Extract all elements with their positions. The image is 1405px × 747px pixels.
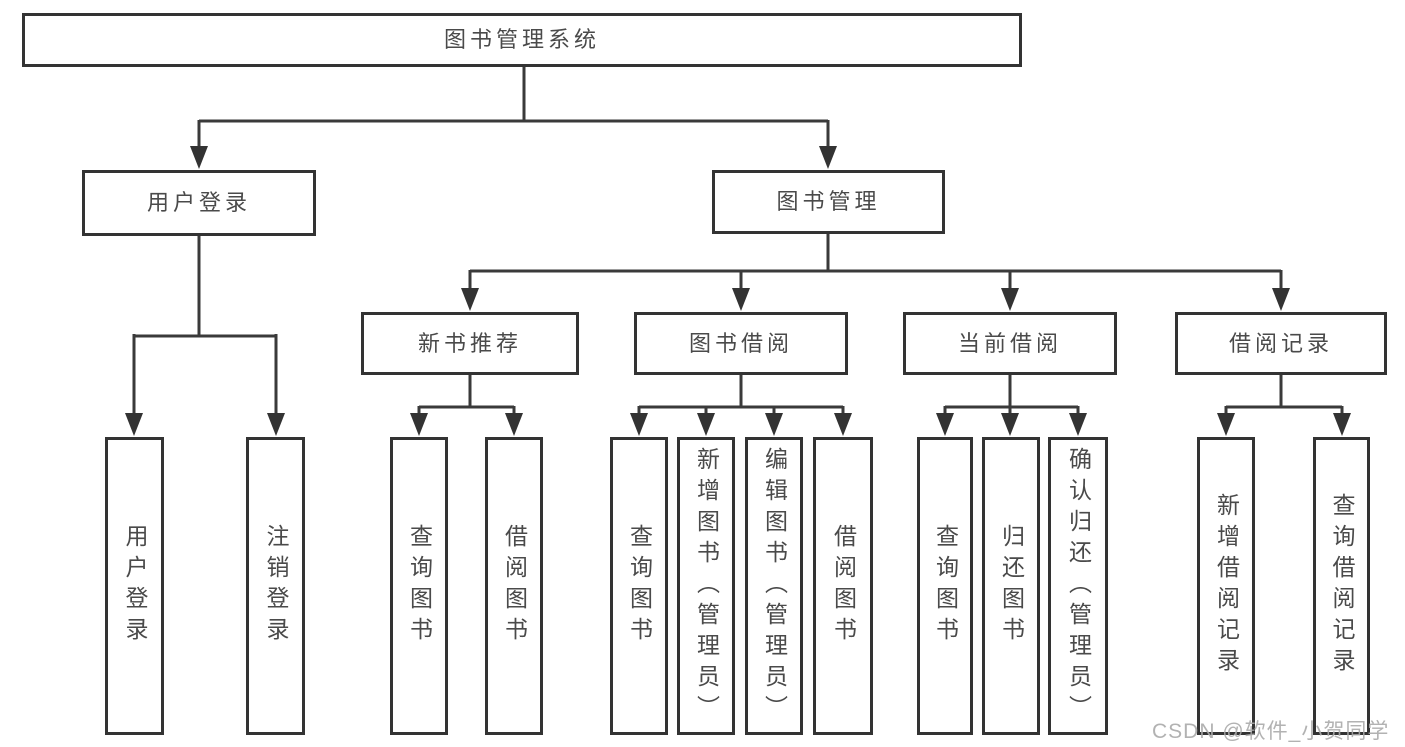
leaf-borrow-books-recommend: 借阅图书 bbox=[485, 437, 543, 735]
node-user-login: 用户登录 bbox=[82, 170, 316, 236]
node-library-system: 图书管理系统 bbox=[22, 13, 1022, 67]
node-borrow-records: 借阅记录 bbox=[1175, 312, 1387, 375]
leaf-query-books-current: 查询图书 bbox=[917, 437, 973, 735]
node-book-management: 图书管理 bbox=[712, 170, 945, 234]
leaf-user-login: 用户登录 bbox=[105, 437, 164, 735]
leaf-edit-book-admin: 编辑图书（管理员） bbox=[745, 437, 803, 735]
leaf-borrow-books: 借阅图书 bbox=[813, 437, 873, 735]
leaf-add-book-admin: 新增图书（管理员） bbox=[677, 437, 735, 735]
csdn-watermark: CSDN @软件_小贺同学 bbox=[1152, 720, 1390, 743]
leaf-add-borrow-record: 新增借阅记录 bbox=[1197, 437, 1255, 735]
leaf-logout: 注销登录 bbox=[246, 437, 305, 735]
node-new-book-recommend: 新书推荐 bbox=[361, 312, 579, 375]
leaf-query-borrow-record: 查询借阅记录 bbox=[1313, 437, 1370, 735]
leaf-confirm-return-admin: 确认归还（管理员） bbox=[1048, 437, 1108, 735]
leaf-return-book: 归还图书 bbox=[982, 437, 1040, 735]
leaf-query-books-recommend: 查询图书 bbox=[390, 437, 448, 735]
leaf-query-books-borrow: 查询图书 bbox=[610, 437, 668, 735]
node-book-borrow: 图书借阅 bbox=[634, 312, 848, 375]
node-current-borrow: 当前借阅 bbox=[903, 312, 1117, 375]
